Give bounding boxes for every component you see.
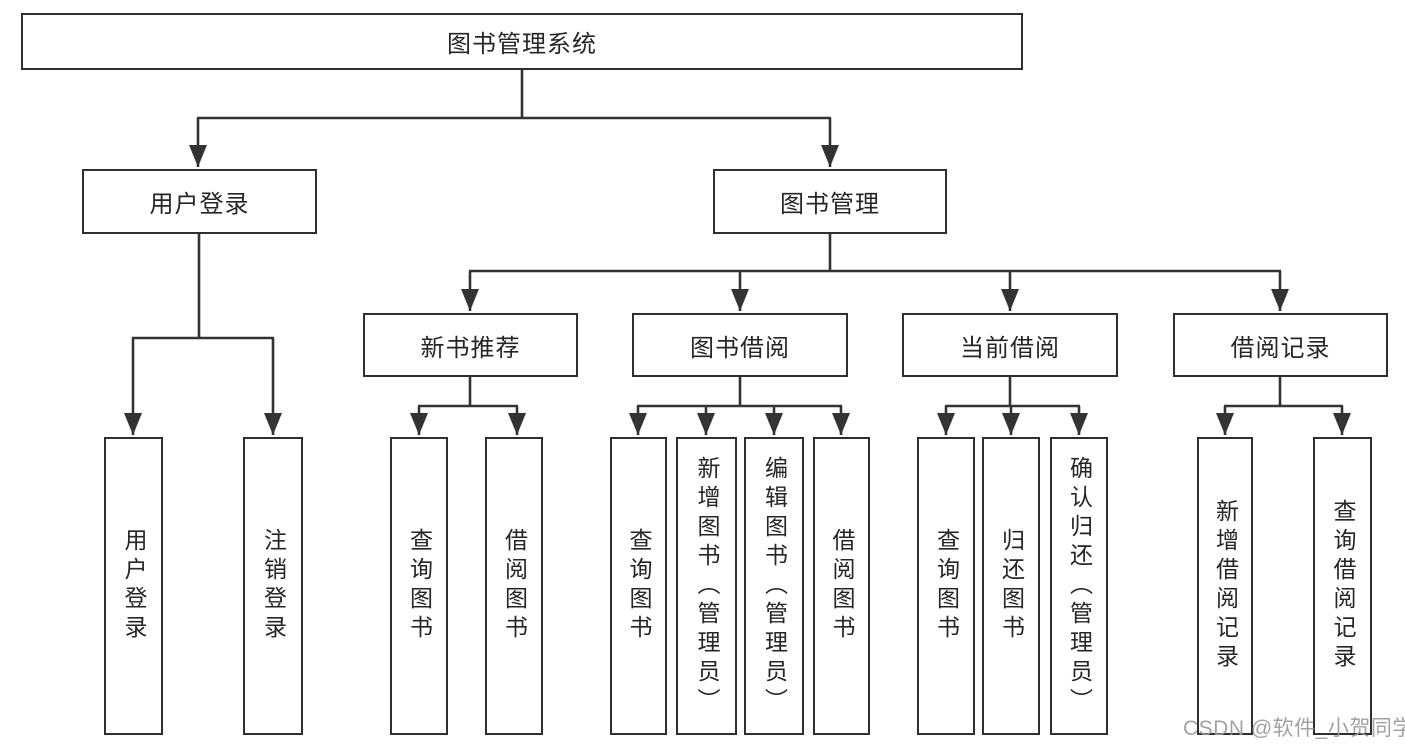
node-new-book-recommend: 新书推荐 bbox=[363, 313, 578, 377]
connector-records-children bbox=[1216, 377, 1351, 435]
node-current-borrow: 当前借阅 bbox=[902, 313, 1118, 377]
leaf-edit-book-admin: 编辑图书（管理员） bbox=[744, 437, 804, 735]
leaf-borrow-books-recommend: 借阅图书 bbox=[485, 437, 543, 735]
connector-current-children bbox=[937, 377, 1088, 435]
leaf-query-books-current: 查询图书 bbox=[917, 437, 975, 735]
node-book-management-branch: 图书管理 bbox=[713, 169, 947, 234]
leaf-query-books-borrow: 查询图书 bbox=[610, 437, 667, 735]
node-book-borrow: 图书借阅 bbox=[632, 313, 848, 377]
leaf-query-borrow-record: 查询借阅记录 bbox=[1313, 437, 1372, 735]
connector-management-groups bbox=[461, 234, 1289, 311]
csdn-watermark: CSDN @软件_小贺同学 bbox=[1183, 717, 1405, 740]
node-user-login-branch: 用户登录 bbox=[82, 169, 317, 234]
leaf-user-login: 用户登录 bbox=[104, 437, 163, 735]
leaf-add-book-admin: 新增图书（管理员） bbox=[676, 437, 737, 735]
connector-root-to-level2 bbox=[189, 69, 839, 167]
leaf-query-books-recommend: 查询图书 bbox=[390, 437, 448, 735]
leaf-borrow-books: 借阅图书 bbox=[813, 437, 870, 735]
node-root: 图书管理系统 bbox=[21, 13, 1023, 70]
leaf-return-book: 归还图书 bbox=[982, 437, 1040, 735]
connector-borrow-children bbox=[629, 377, 850, 435]
leaf-logout: 注销登录 bbox=[243, 437, 303, 735]
leaf-confirm-return-admin: 确认归还（管理员） bbox=[1050, 437, 1108, 735]
node-borrow-records: 借阅记录 bbox=[1173, 313, 1388, 377]
leaf-add-borrow-record: 新增借阅记录 bbox=[1197, 437, 1253, 735]
connector-recommend-children bbox=[410, 377, 526, 435]
connector-login-children bbox=[124, 233, 282, 435]
